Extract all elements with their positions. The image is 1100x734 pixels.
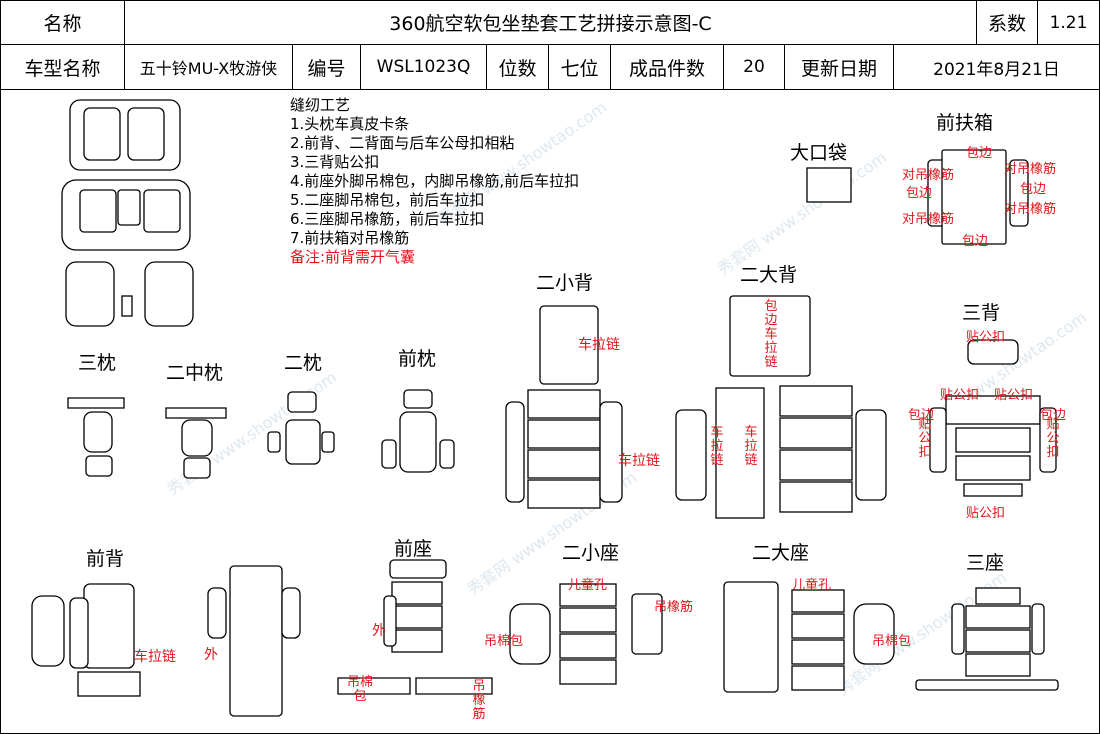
- label-rear2-small-back: 二小背: [536, 272, 594, 294]
- ann-child-hole: 儿童孔: [792, 578, 832, 593]
- front-back-shape: [31, 565, 301, 717]
- rear2-big-back-shape: [675, 295, 887, 519]
- seat-overview: [61, 99, 194, 327]
- ann-edge-zip: 包边车拉链: [764, 299, 778, 370]
- label-front-seat: 前座: [394, 538, 433, 560]
- ann-pair-elastic: 对吊橡筋: [902, 212, 955, 227]
- ann-hang-elastic: 吊橡筋: [472, 679, 486, 722]
- process-step: 4.前座外脚吊棉包，内脚吊橡筋,前后车拉扣: [290, 172, 580, 190]
- label-rear3-back: 三背: [962, 302, 1001, 324]
- ann-bind-edge: 包边: [1040, 408, 1067, 423]
- code-label: 编号: [292, 44, 361, 90]
- ann-male-buckle: 贴公扣: [966, 506, 1006, 521]
- process-notes: 缝纫工艺 1.头枕车真皮卡条 2.前背、二背面与后车公母扣相粘 3.三背贴公扣 …: [290, 96, 579, 267]
- process-step: 7.前扶箱对吊橡筋: [290, 229, 410, 247]
- ann-bind-edge: 包边: [906, 186, 933, 201]
- ann-zip-vertical: 车拉链: [710, 425, 724, 468]
- ann-hang-cotton: 吊棉包: [346, 675, 373, 704]
- ann-outer: 外: [372, 623, 386, 639]
- pieces-value: 20: [723, 44, 785, 90]
- ann-zip: 车拉链: [134, 649, 176, 665]
- ann-zip: 车拉链: [578, 337, 620, 353]
- header-table: 名称 360航空软包坐垫套工艺拼接示意图-C 系数 1.21 车型名称 五十铃M…: [0, 0, 1100, 90]
- label-front-back: 前背: [86, 548, 125, 570]
- ann-outer: 外: [204, 647, 218, 663]
- label-big-pocket: 大口袋: [790, 142, 848, 164]
- label-rear2-big-seat: 二大座: [752, 542, 810, 564]
- ann-hang-elastic: 吊橡筋: [654, 600, 694, 615]
- ann-bind-edge: 包边: [962, 234, 989, 249]
- rear3-back-shape: [929, 339, 1057, 497]
- headrest-2-mid-shape: [165, 407, 227, 479]
- process-step: 2.前背、二背面与后车公母扣相粘: [290, 134, 515, 152]
- ann-pair-elastic: 对吊橡筋: [902, 168, 955, 183]
- ann-hang-cotton: 吊棉包: [872, 634, 912, 649]
- process-step: 3.三背贴公扣: [290, 153, 380, 171]
- process-step: 1.头枕车真皮卡条: [290, 115, 410, 133]
- seats-label: 位数: [486, 44, 549, 90]
- process-remark: 备注:前背需开气囊: [290, 248, 416, 266]
- front-seat-shape: [337, 559, 493, 695]
- ann-pair-elastic: 对吊橡筋: [1004, 202, 1057, 217]
- label-hr3: 三枕: [78, 352, 117, 374]
- ann-zip-vertical: 车拉链: [744, 425, 758, 468]
- label-hr2-mid: 二中枕: [166, 362, 224, 384]
- label-rear2-small-seat: 二小座: [562, 542, 620, 564]
- ann-male-buckle: 贴公扣: [940, 388, 980, 403]
- model-label: 车型名称: [0, 44, 125, 90]
- pieces-label: 成品件数: [610, 44, 724, 90]
- date-label: 更新日期: [784, 44, 894, 90]
- ann-pair-elastic: 对吊橡筋: [1004, 162, 1057, 177]
- label-front-armrest: 前扶箱: [936, 112, 994, 134]
- name-label: 名称: [0, 0, 125, 45]
- big-pocket-shape: [806, 167, 852, 203]
- date-value: 2021年8月21日: [893, 44, 1100, 90]
- ann-male-buckle: 贴公扣: [966, 330, 1006, 345]
- label-hr-front: 前枕: [398, 348, 437, 370]
- ann-bind-edge: 包边: [1020, 182, 1047, 197]
- rear2-small-seat-shape: [509, 583, 663, 685]
- headrest-3-shape: [67, 397, 125, 477]
- rear3-seat-shape: [915, 587, 1059, 691]
- label-rear3-seat: 三座: [966, 552, 1005, 574]
- ann-child-hole: 儿童孔: [568, 578, 608, 593]
- headrest-front-shape: [381, 389, 455, 473]
- ann-male-buckle: 贴公扣: [994, 388, 1034, 403]
- rear2-small-back-shape: [505, 305, 623, 509]
- coef-label: 系数: [976, 0, 1038, 45]
- front-armrest-shape: [927, 149, 1029, 245]
- seats-value: 七位: [548, 44, 611, 90]
- process-step: 5.二座脚吊棉包，前后车拉扣: [290, 191, 485, 209]
- ann-male-buckle-vertical: 贴公扣: [1046, 417, 1060, 460]
- rear2-big-seat-shape: [723, 581, 895, 693]
- code-value: WSL1023Q: [360, 44, 487, 90]
- process-title: 缝纫工艺: [290, 96, 351, 114]
- process-step: 6.三座脚吊橡筋，前后车拉扣: [290, 210, 485, 228]
- label-hr2: 二枕: [284, 352, 323, 374]
- label-rear2-big-back: 二大背: [740, 264, 798, 286]
- ann-bind-edge: 包边: [966, 146, 993, 161]
- headrest-2-shape: [267, 391, 335, 465]
- ann-hang-cotton: 吊棉包: [484, 634, 524, 649]
- ann-zip: 车拉链: [618, 453, 660, 469]
- model-value: 五十铃MU-X牧游侠: [124, 44, 293, 90]
- ann-bind-edge: 包边: [908, 408, 935, 423]
- ann-male-buckle-vertical: 贴公扣: [918, 417, 932, 460]
